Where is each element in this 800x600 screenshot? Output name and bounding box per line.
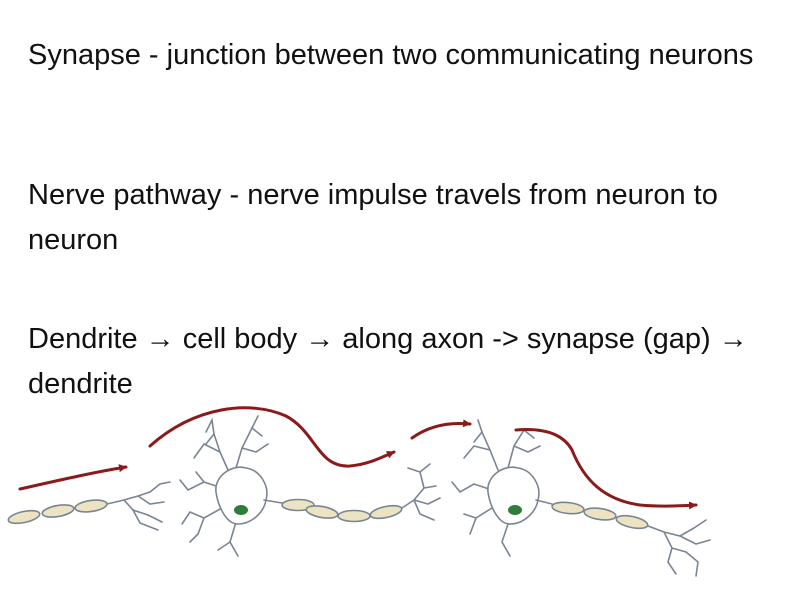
nerve-pathway-definition: Nerve pathway - nerve impulse travels fr… — [28, 179, 718, 256]
dendrites-2 — [179, 415, 269, 557]
axon-terminal-1 — [106, 481, 171, 531]
synapse-definition: Synapse - junction between two communica… — [28, 39, 754, 71]
nucleus-2 — [234, 505, 248, 515]
nucleus-3 — [508, 505, 522, 515]
cell-body-3 — [487, 466, 540, 525]
neuron-2 — [179, 415, 441, 557]
axon-terminal-3 — [647, 519, 711, 577]
impulse-arrow-1 — [18, 464, 128, 491]
axon-terminal-2 — [401, 463, 441, 521]
impulse-arrow-2 — [148, 406, 396, 468]
axon-1 — [7, 499, 108, 525]
impulse-arrow-3 — [410, 419, 472, 440]
axon-3 — [535, 499, 649, 530]
dendrites-3 — [451, 419, 541, 557]
cell-body-2 — [215, 466, 268, 525]
impulse-arrow-4 — [514, 428, 698, 510]
axon-2 — [263, 498, 403, 523]
neuron-chain-illustration — [7, 406, 711, 577]
impulse-path-sequence: Dendrite → cell body → along axon -> syn… — [28, 323, 748, 400]
impulse-arrows — [18, 406, 698, 510]
neuron-3 — [451, 419, 711, 577]
neuron-1 — [7, 481, 171, 531]
